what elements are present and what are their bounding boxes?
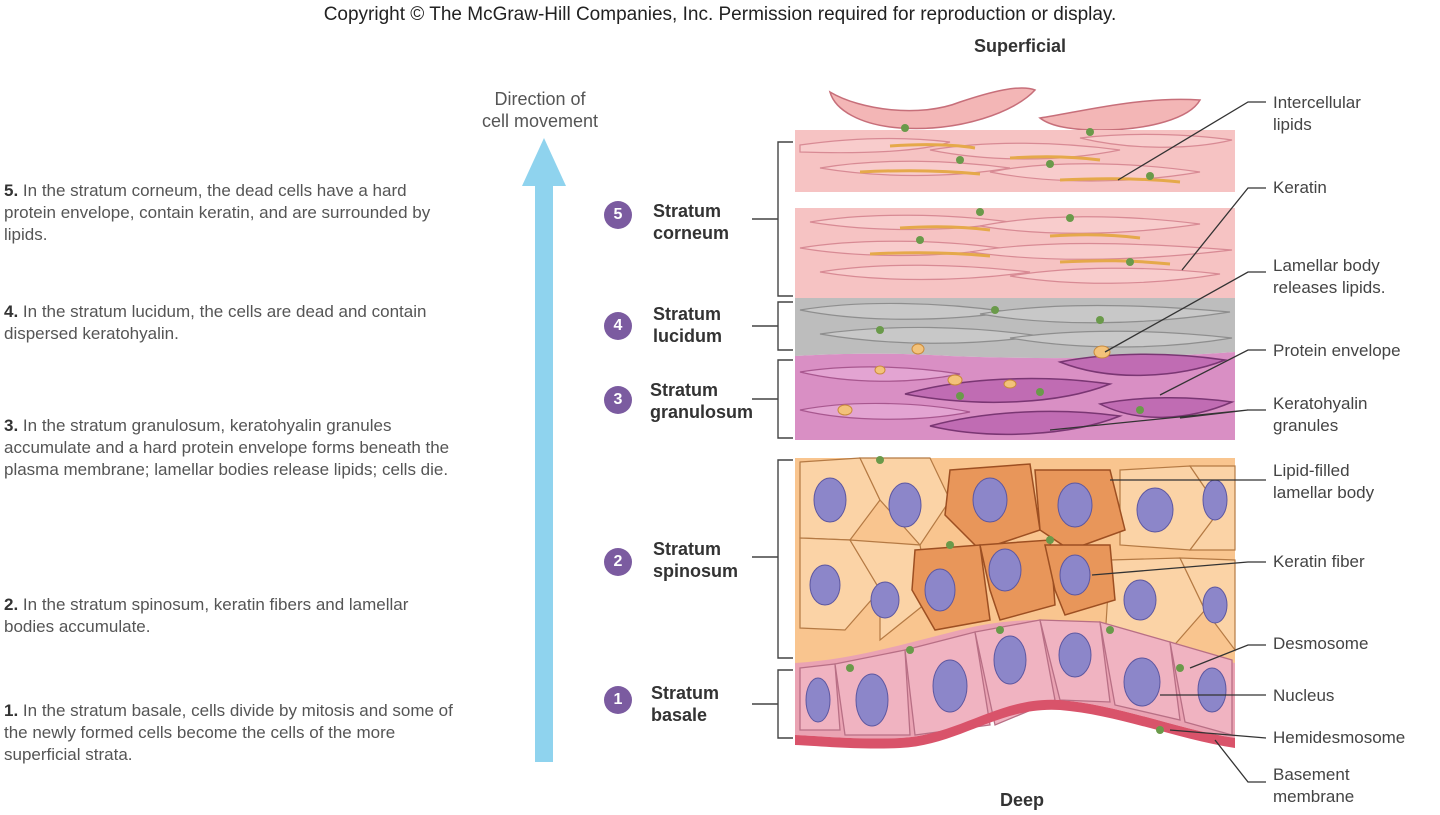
layer-brackets bbox=[752, 141, 793, 739]
step-number: 2. bbox=[4, 595, 19, 614]
stratum-spinosum-tissue bbox=[795, 457, 1236, 663]
callout-line2: lipids bbox=[1273, 115, 1312, 134]
layer-name-corneum: Stratum corneum bbox=[653, 200, 729, 244]
callout-line2: membrane bbox=[1273, 787, 1355, 806]
corneum-gap bbox=[795, 192, 1235, 208]
flaking-cells bbox=[828, 87, 1202, 131]
layer-name-line1: Stratum bbox=[653, 304, 722, 324]
direction-label-line1: Direction of bbox=[494, 89, 586, 109]
callout-line1: Hemidesmosome bbox=[1273, 728, 1406, 747]
step-number: 3. bbox=[4, 416, 19, 435]
stratum-corneum-tissue bbox=[795, 130, 1235, 298]
layer-name-line1: Stratum bbox=[653, 539, 722, 559]
layer-name-line1: Stratum bbox=[651, 683, 720, 703]
step-text: In the stratum lucidum, the cells are de… bbox=[4, 302, 427, 343]
callout-line1: Nucleus bbox=[1273, 686, 1335, 705]
callout-keratin-fiber: Keratin fiber bbox=[1273, 551, 1365, 573]
direction-label: Direction of cell movement bbox=[470, 88, 610, 132]
callout-line2: granules bbox=[1273, 416, 1339, 435]
layer-badge-1: 1 bbox=[604, 686, 632, 714]
layer-name-line1: Stratum bbox=[653, 201, 722, 221]
layer-badge-3: 3 bbox=[604, 386, 632, 414]
layer-name-line2: granulosum bbox=[650, 402, 754, 422]
callout-nucleus: Nucleus bbox=[1273, 685, 1334, 707]
callout-desmosome: Desmosome bbox=[1273, 633, 1368, 655]
layer-name-granulosum: Stratum granulosum bbox=[650, 379, 753, 423]
callout-line2: lamellar body bbox=[1273, 483, 1375, 502]
layer-badge-2: 2 bbox=[604, 548, 632, 576]
callout-basement-membrane: Basement membrane bbox=[1273, 764, 1354, 808]
callout-line1: Lamellar body bbox=[1273, 256, 1380, 275]
callout-intercellular-lipids: Intercellular lipids bbox=[1273, 92, 1361, 136]
layer-name-basale: Stratum basale bbox=[651, 682, 719, 726]
layer-name-line1: Stratum bbox=[650, 380, 719, 400]
callout-protein-envelope: Protein envelope bbox=[1273, 340, 1401, 362]
layer-name-line2: lucidum bbox=[653, 326, 723, 346]
layer-badge-4: 4 bbox=[604, 312, 632, 340]
callout-lamellar-body-releases: Lamellar body releases lipids. bbox=[1273, 255, 1385, 299]
superficial-label: Superficial bbox=[974, 36, 1067, 56]
direction-arrow bbox=[522, 138, 566, 762]
callout-keratohyalin-granules: Keratohyalin granules bbox=[1273, 393, 1368, 437]
step-2-description: 2. In the stratum spinosum, keratin fibe… bbox=[4, 594, 454, 638]
stratum-lucidum-tissue bbox=[795, 298, 1235, 359]
layer-name-line2: corneum bbox=[653, 223, 730, 243]
callout-line1: Basement bbox=[1273, 765, 1350, 784]
layer-badge-5: 5 bbox=[604, 201, 632, 229]
layer-name-line2: basale bbox=[651, 705, 708, 725]
callout-line2: releases lipids. bbox=[1273, 278, 1386, 297]
step-text: In the stratum granulosum, keratohyalin … bbox=[4, 416, 450, 479]
stratum-granulosum-tissue bbox=[795, 343, 1235, 440]
callout-hemidesmosome: Hemidesmosome bbox=[1273, 727, 1405, 749]
callout-keratin: Keratin bbox=[1273, 177, 1327, 199]
direction-label-line2: cell movement bbox=[481, 111, 599, 131]
callout-line1: Intercellular bbox=[1273, 93, 1361, 112]
callout-line1: Desmosome bbox=[1273, 634, 1369, 653]
layer-name-line2: spinosum bbox=[653, 561, 739, 581]
desmosome-dots bbox=[846, 124, 1184, 734]
copyright-notice: Copyright © The McGraw-Hill Companies, I… bbox=[323, 4, 1117, 25]
callout-line1: Keratin fiber bbox=[1273, 552, 1365, 571]
step-3-description: 3. In the stratum granulosum, keratohyal… bbox=[4, 415, 454, 481]
callout-lipid-filled-lamellar-body: Lipid-filled lamellar body bbox=[1273, 460, 1374, 504]
callout-line1: Keratin bbox=[1273, 178, 1327, 197]
step-text: In the stratum spinosum, keratin fibers … bbox=[4, 595, 409, 636]
callout-line1: Protein envelope bbox=[1273, 341, 1401, 360]
step-text: In the stratum corneum, the dead cells h… bbox=[4, 181, 431, 244]
stratum-basale-tissue bbox=[795, 619, 1235, 749]
step-text: In the stratum basale, cells divide by m… bbox=[4, 701, 453, 764]
deep-label: Deep bbox=[1000, 790, 1045, 810]
step-number: 4. bbox=[4, 302, 19, 321]
layer-name-spinosum: Stratum spinosum bbox=[653, 538, 738, 582]
step-4-description: 4. In the stratum lucidum, the cells are… bbox=[4, 301, 454, 345]
callout-line1: Keratohyalin bbox=[1273, 394, 1368, 413]
layer-name-lucidum: Stratum lucidum bbox=[653, 303, 722, 347]
step-5-description: 5. In the stratum corneum, the dead cell… bbox=[4, 180, 454, 246]
callout-leaders bbox=[1049, 101, 1267, 783]
step-1-description: 1. In the stratum basale, cells divide b… bbox=[4, 700, 454, 766]
step-number: 1. bbox=[4, 701, 19, 720]
callout-line1: Lipid-filled bbox=[1273, 461, 1350, 480]
step-number: 5. bbox=[4, 181, 19, 200]
